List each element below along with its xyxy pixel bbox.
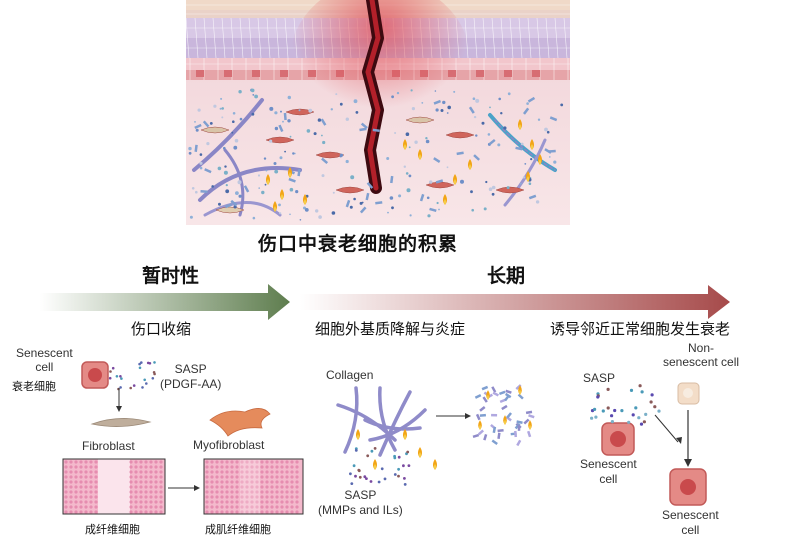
myofibroblast-cn-label: 成肌纤维细胞 [205,523,271,536]
fibroblast-cn-label: 成纤维细胞 [85,523,140,536]
myofibroblast-label: Myofibroblast [193,438,265,452]
non-senescent-cell-label: Non- senescent cell [663,341,740,369]
short-term-arrow [40,284,290,320]
senescent-cell-label-2: Senescent cell [662,508,719,537]
short-term-label: 暂时性 [142,265,200,287]
long-term-arrow [300,285,730,319]
sasp-label: SASP [583,371,616,385]
main-title: 伤口中衰老细胞的积累 [258,233,459,255]
fibroblast-label: Fibroblast [82,439,135,453]
wound-contraction-heading: 伤口收缩 [131,320,192,338]
senescent-cell-label: Senescent cell [16,346,73,374]
long-term-label: 长期 [487,265,526,287]
sasp-mmps-label: SASP (MMPs and ILs) [318,488,403,517]
senescent-cell-label-1: Senescent cell [580,457,637,486]
collagen-label: Collagen [326,368,374,382]
ecm-degradation-heading: 细胞外基质降解与炎症 [315,320,466,338]
senescent-cell-cn-label: 衰老细胞 [12,380,56,393]
paracrine-senescence-heading: 诱导邻近正常细胞发生衰老 [550,320,731,338]
sasp-pdgf-label: SASP (PDGF-AA) [160,362,222,391]
